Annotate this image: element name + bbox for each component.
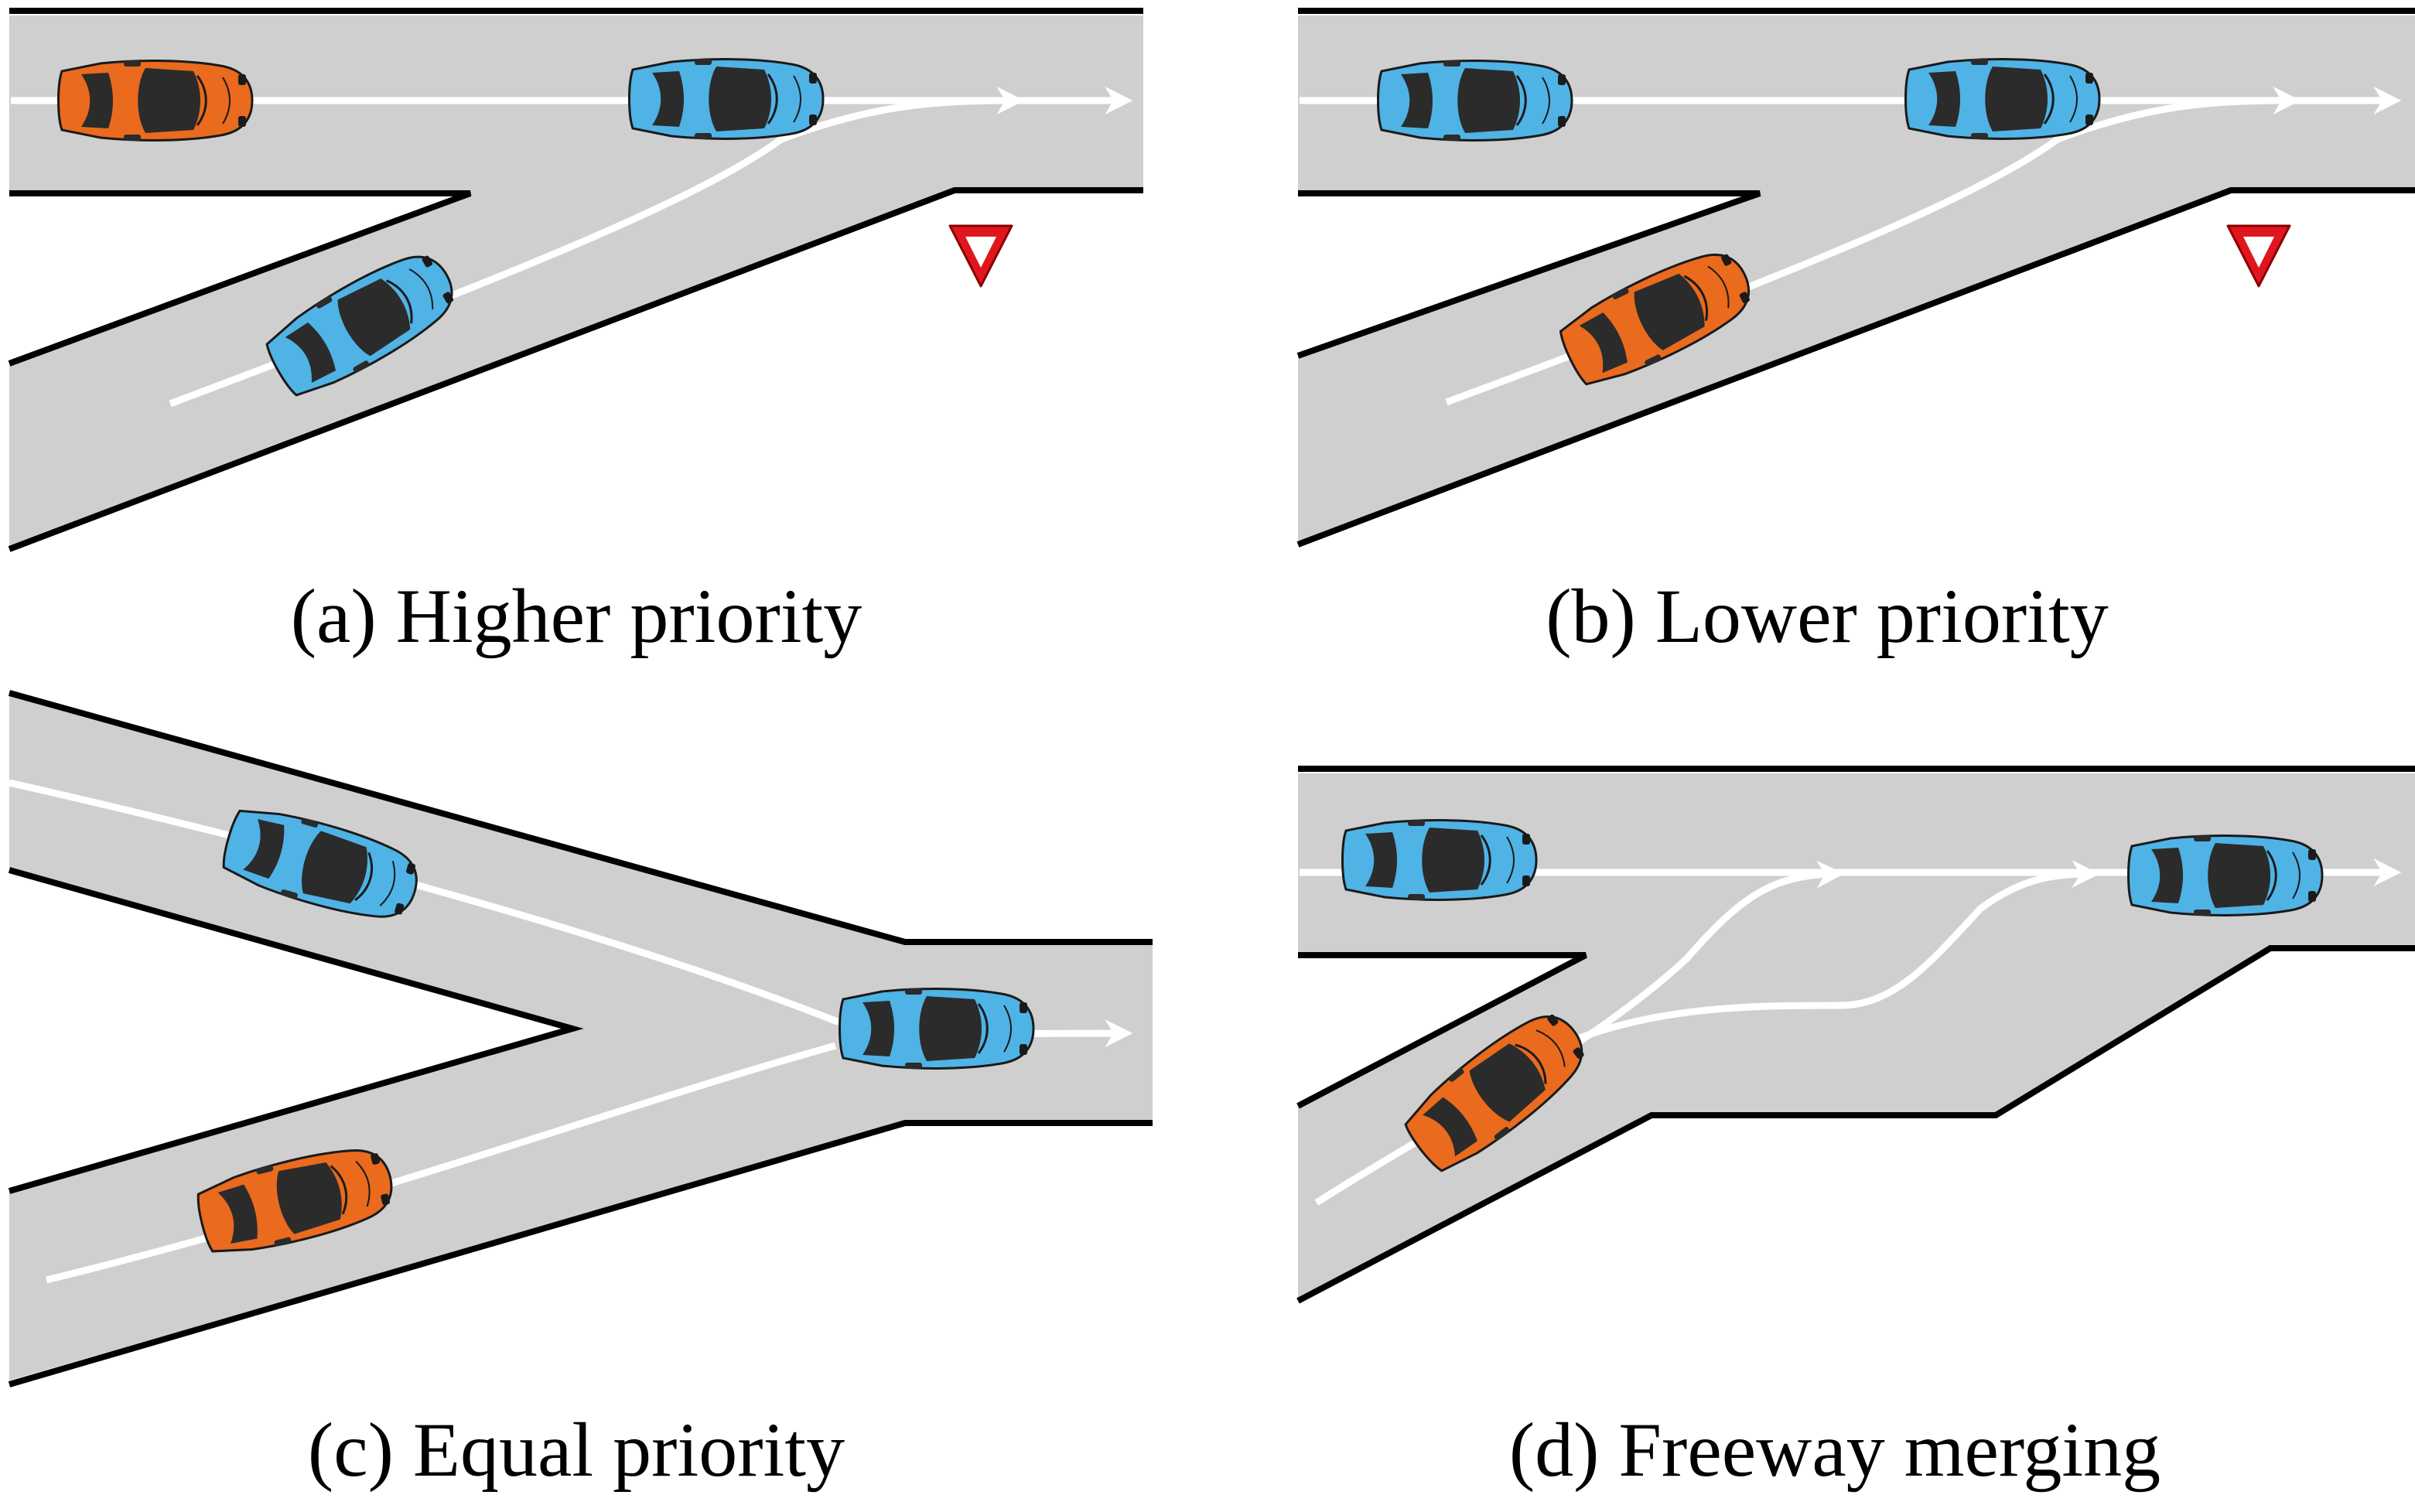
panel-b: (b) Lower priority: [1296, 8, 2415, 659]
caption-b: (b) Lower priority: [1546, 573, 2109, 659]
road-a: [8, 8, 1143, 552]
car-blue: [2127, 834, 2324, 917]
caption-c: (c) Equal priority: [308, 1407, 845, 1493]
car-orange: [57, 59, 254, 142]
car-blue: [1904, 57, 2101, 141]
caption-d: (d) Freeway merging: [1509, 1407, 2161, 1493]
panel-a: (a) Higher priority: [8, 8, 1143, 659]
car-blue: [1377, 59, 1573, 142]
car-blue: [1341, 818, 1538, 902]
caption-a: (a) Higher priority: [291, 573, 862, 659]
car-blue: [839, 987, 1035, 1070]
road-b: [1296, 8, 2415, 548]
yield-sign-icon: [2226, 224, 2291, 288]
yield-sign-icon: [948, 224, 1013, 288]
panel-d: (d) Freeway merging: [1296, 766, 2415, 1493]
panel-c: (c) Equal priority: [8, 690, 1153, 1493]
car-blue: [628, 57, 825, 141]
